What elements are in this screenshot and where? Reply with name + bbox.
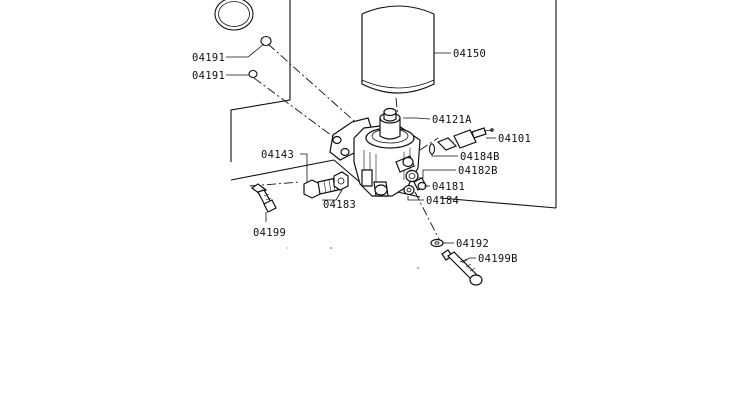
label-04101[interactable]: 04101 — [498, 133, 531, 145]
o-ring-large[interactable] — [214, 0, 254, 31]
label-04191-upper[interactable]: 04191 — [192, 52, 225, 64]
oil-pressure-switch[interactable] — [436, 127, 494, 151]
oil-filter-cartridge[interactable] — [361, 5, 435, 94]
gasket-04184b[interactable] — [428, 143, 436, 155]
label-04184b[interactable]: 04184B — [460, 151, 500, 163]
label-04150[interactable]: 04150 — [453, 48, 486, 60]
leader-lines — [226, 43, 496, 263]
label-04199b[interactable]: 04199B — [478, 253, 518, 265]
nut-04183[interactable] — [333, 171, 349, 191]
label-04192[interactable]: 04192 — [456, 238, 489, 250]
label-04183[interactable]: 04183 — [323, 199, 356, 211]
gasket-04184[interactable] — [403, 184, 415, 196]
label-04143[interactable]: 04143 — [261, 149, 294, 161]
label-04181[interactable]: 04181 — [432, 181, 465, 193]
label-04121a[interactable]: 04121A — [432, 114, 472, 126]
label-04191-lower[interactable]: 04191 — [192, 70, 225, 82]
label-04184[interactable]: 04184 — [426, 195, 459, 207]
bolt-04199b[interactable] — [441, 249, 483, 286]
filter-head-body[interactable] — [329, 107, 421, 197]
assembly-center-lines — [249, 43, 444, 248]
o-ring-small-upper[interactable] — [260, 35, 272, 47]
part-labels: 04191 04191 04150 04121A 04101 04184B 04… — [192, 48, 531, 265]
plug-04182b[interactable] — [405, 169, 419, 183]
scan-specks — [286, 247, 419, 269]
bolt-04143[interactable] — [303, 177, 339, 199]
label-04199[interactable]: 04199 — [253, 227, 286, 239]
bolt-04199[interactable] — [250, 183, 277, 213]
label-04182b[interactable]: 04182B — [458, 165, 498, 177]
washer-04192[interactable] — [430, 238, 444, 248]
o-ring-small-lower[interactable] — [248, 69, 258, 79]
